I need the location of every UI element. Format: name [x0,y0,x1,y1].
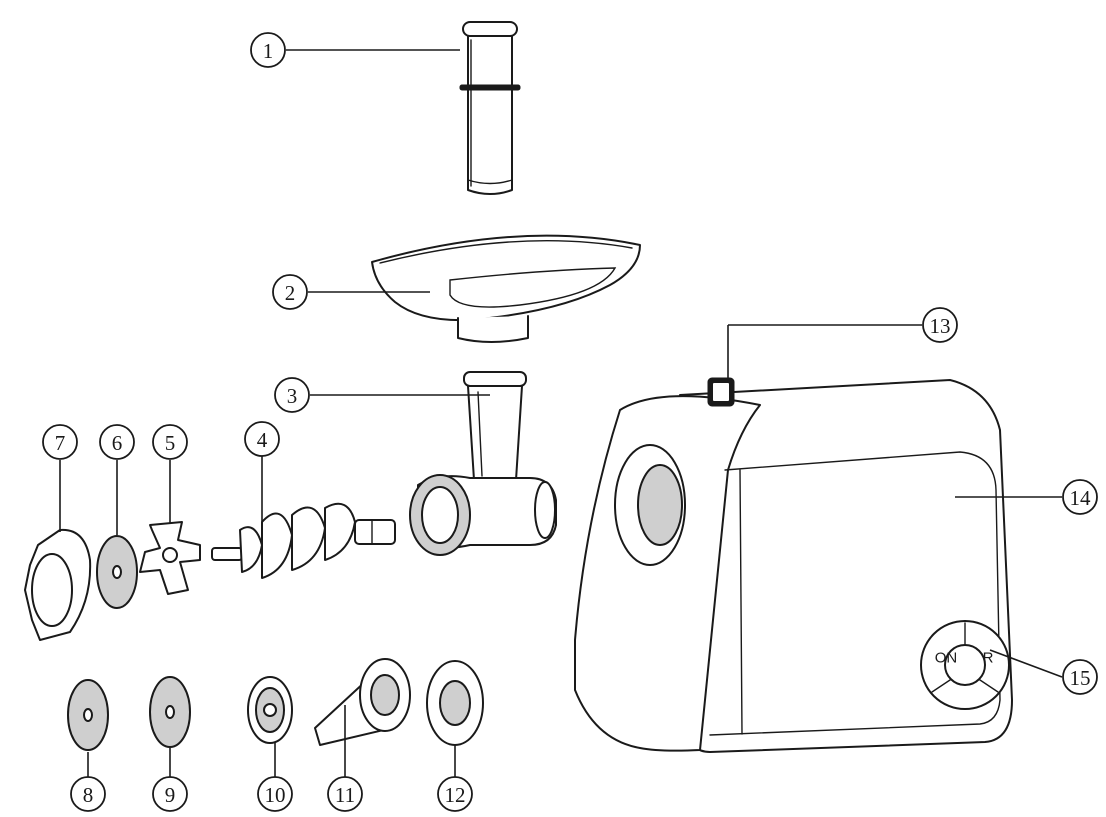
callout-13: 13 [922,307,958,343]
part-ring-nut [24,528,92,641]
callout-5: 5 [152,424,188,460]
callout-6: 6 [99,424,135,460]
part-plate-fine [96,535,138,609]
callout-1: 1 [250,32,286,68]
svg-text:5: 5 [165,431,176,455]
callout-7: 7 [42,424,78,460]
leader-lines [59,49,1063,777]
svg-text:11: 11 [335,783,355,807]
callout-2: 2 [272,274,308,310]
callout-10: 10 [257,776,293,812]
callout-12: 12 [437,776,473,812]
svg-text:6: 6 [112,431,123,455]
callout-15: 15 [1062,659,1098,695]
svg-text:9: 9 [165,783,176,807]
svg-text:3: 3 [287,384,298,408]
control-knob[interactable]: ON R [920,620,1010,710]
part-plate-medium [67,679,109,751]
callout-11: 11 [327,776,363,812]
svg-text:14: 14 [1070,486,1092,510]
reverse-label: R [983,650,994,667]
svg-text:4: 4 [257,428,268,452]
on-label: ON [935,650,958,667]
callout-4: 4 [244,421,280,457]
part-spacer-ring [426,660,484,746]
svg-text:1: 1 [263,39,274,63]
part-separator [247,676,293,744]
svg-text:10: 10 [265,783,286,807]
svg-text:8: 8 [83,783,94,807]
part-sausage-nozzle [314,658,411,746]
part-plate-coarse [149,676,191,748]
callout-8: 8 [70,776,106,812]
part-grinder-head [409,371,557,556]
part-blade [139,521,201,595]
part-tray [371,234,641,343]
svg-text:12: 12 [445,783,466,807]
part-auger [211,502,396,579]
svg-text:7: 7 [55,431,66,455]
svg-text:13: 13 [930,314,951,338]
svg-text:2: 2 [285,281,296,305]
callout-14: 14 [1062,479,1098,515]
svg-text:15: 15 [1070,666,1091,690]
callout-9: 9 [152,776,188,812]
part-pusher [459,21,521,195]
callout-3: 3 [274,377,310,413]
